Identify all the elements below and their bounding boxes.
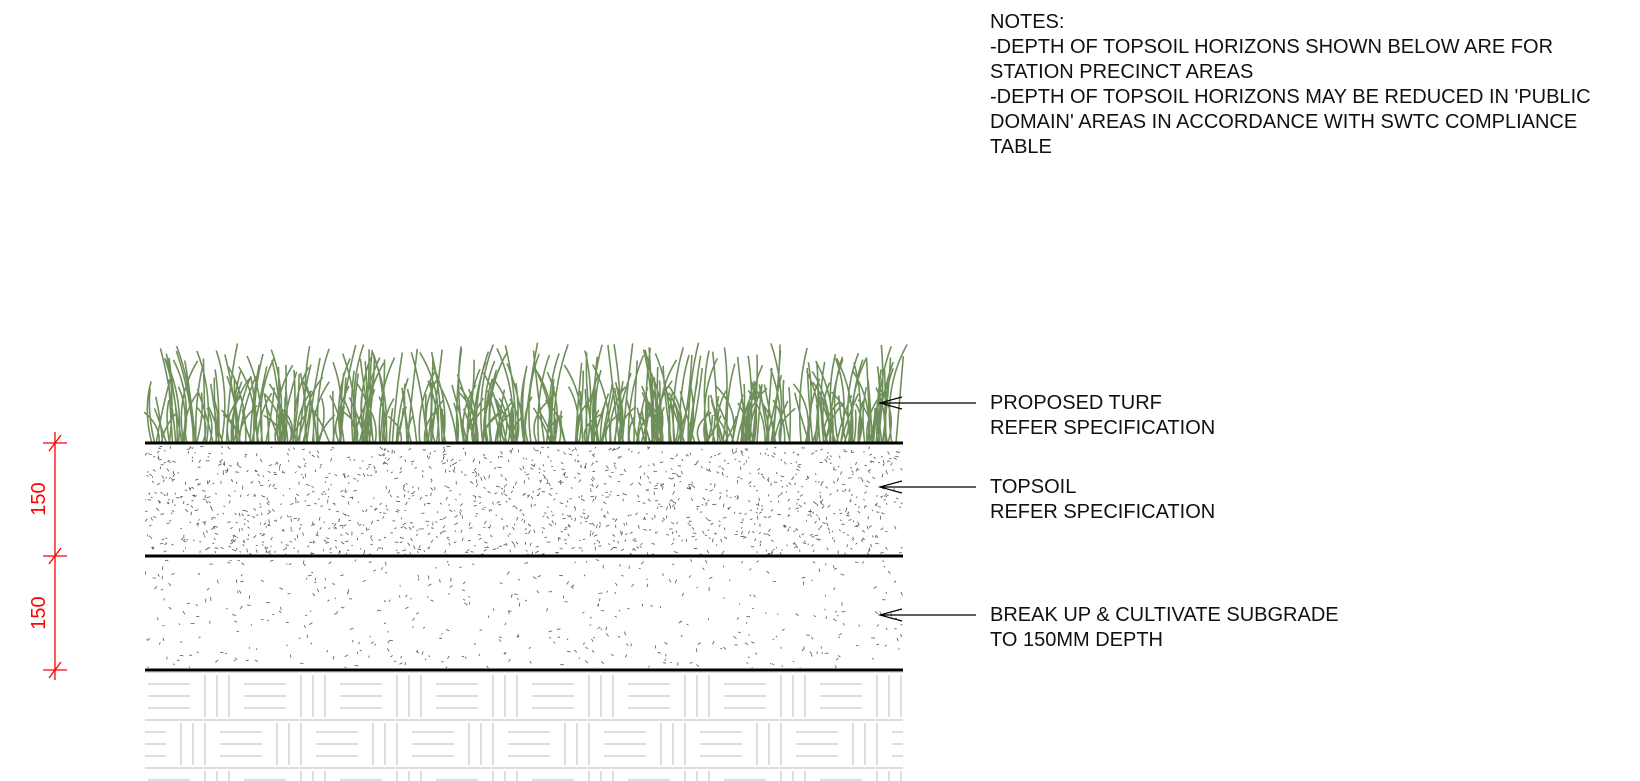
label-topsoil: TOPSOIL REFER SPECIFICATION: [990, 475, 1215, 525]
turf-grass: [143, 342, 908, 443]
leader-turf: [877, 396, 976, 410]
label-subgrade-line1: BREAK UP & CULTIVATE SUBGRADE: [990, 604, 1339, 626]
notes-line: -DEPTH OF TOPSOIL HORIZONS MAY BE REDUCE…: [990, 86, 1591, 108]
notes-heading: NOTES:: [990, 11, 1065, 33]
notes-line: TABLE: [990, 136, 1052, 158]
dimension-topsoil: 150: [28, 482, 50, 515]
notes-line: -DEPTH OF TOPSOIL HORIZONS SHOWN BELOW A…: [990, 36, 1554, 58]
dimension-chain: [43, 432, 67, 680]
label-subgrade: BREAK UP & CULTIVATE SUBGRADE TO 150MM D…: [990, 603, 1339, 653]
dimension-subgrade: 150: [28, 596, 50, 629]
leader-topsoil: [877, 480, 976, 494]
notes-line: STATION PRECINCT AREAS: [990, 61, 1254, 83]
notes-block: NOTES: -DEPTH OF TOPSOIL HORIZONS SHOWN …: [990, 10, 1635, 160]
label-turf-line2: REFER SPECIFICATION: [990, 417, 1216, 439]
leader-subgrade: [877, 608, 976, 622]
label-turf: PROPOSED TURF REFER SPECIFICATION: [990, 391, 1215, 441]
label-subgrade-line2: TO 150MM DEPTH: [990, 629, 1163, 651]
label-topsoil-line1: TOPSOIL: [990, 476, 1077, 498]
subgrade-stipple: [145, 559, 903, 668]
existing-ground-hatch: [145, 672, 903, 781]
label-turf-line1: PROPOSED TURF: [990, 392, 1162, 414]
label-topsoil-line2: REFER SPECIFICATION: [990, 501, 1216, 523]
notes-line: DOMAIN' AREAS IN ACCORDANCE WITH SWTC CO…: [990, 111, 1578, 133]
topsoil-stipple: [145, 445, 903, 555]
